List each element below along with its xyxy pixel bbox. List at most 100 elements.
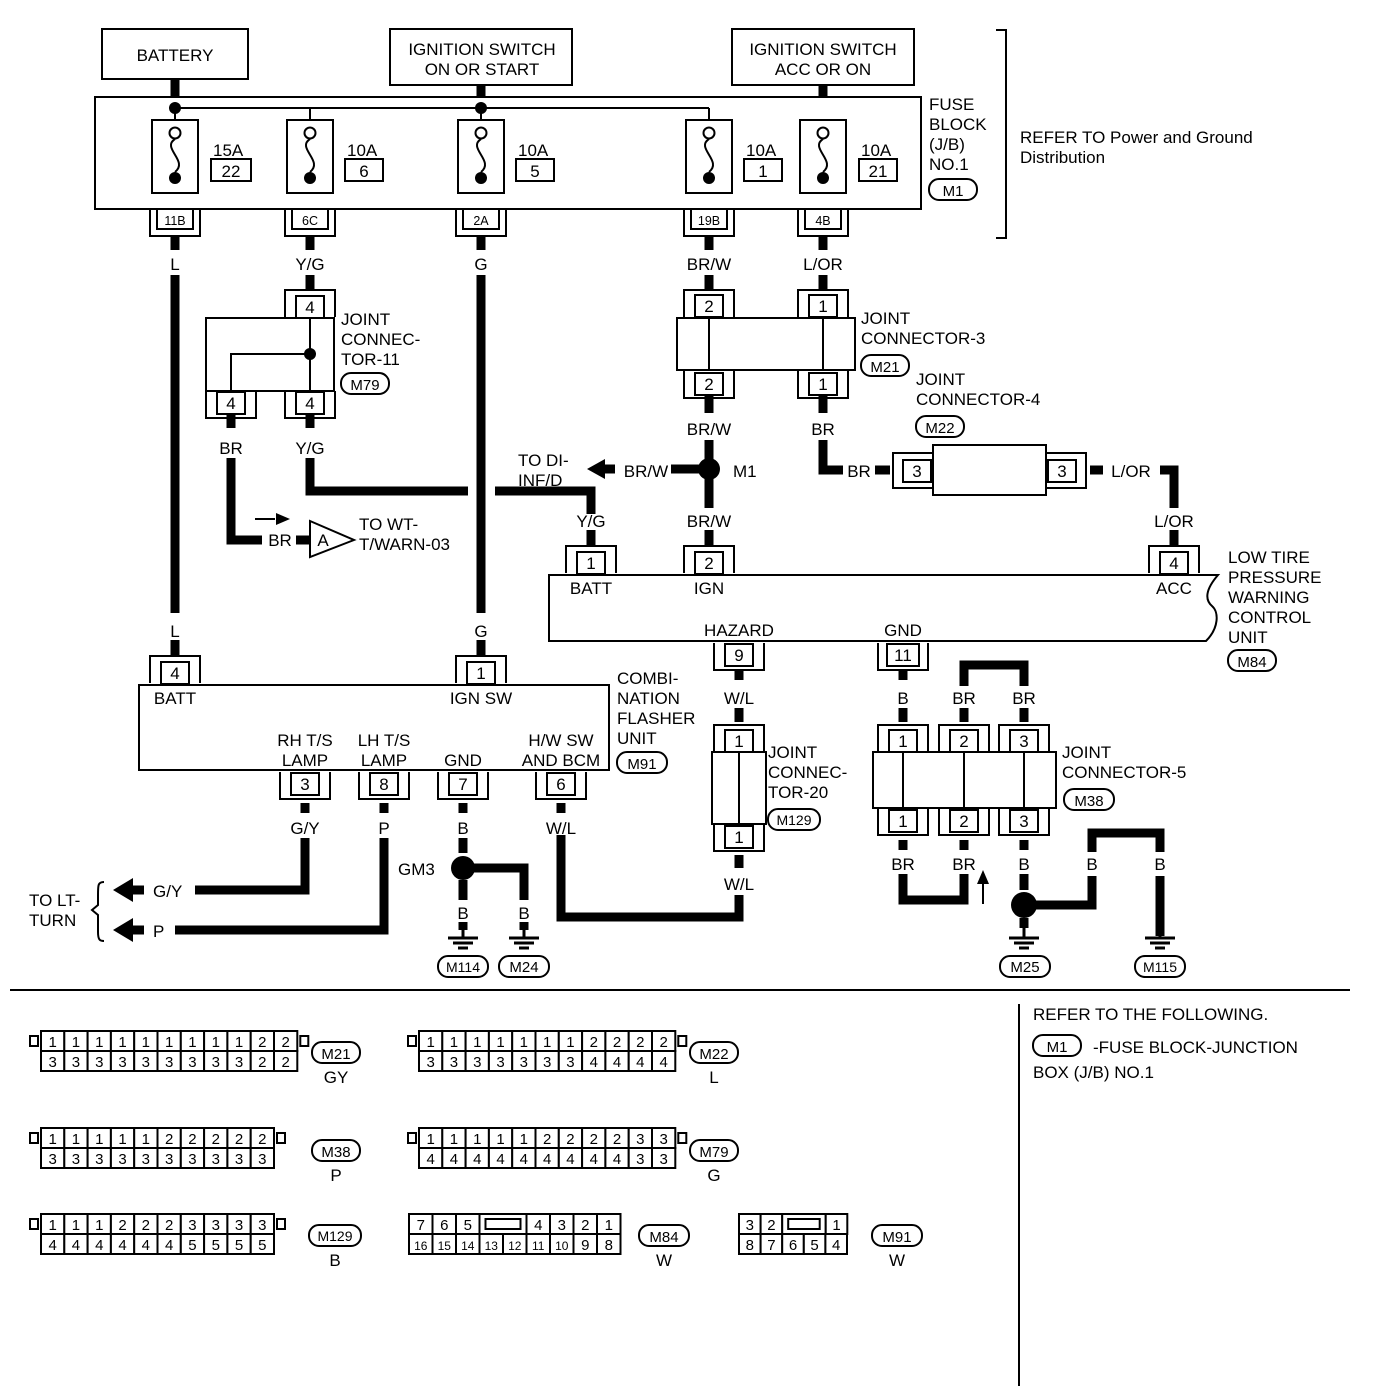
jc5-label: CONNECTOR-5: [1062, 763, 1186, 782]
pin-cell-number: 3: [746, 1217, 754, 1234]
wire-label: L: [170, 255, 179, 274]
to-di-label: TO DI-: [518, 451, 569, 470]
pin-cell-number: 13: [485, 1239, 499, 1253]
pin-cell-number: 3: [426, 1054, 434, 1071]
wire-label: BR/W: [624, 462, 668, 481]
brace-icon: [90, 881, 105, 942]
refer-desc: BOX (J/B) NO.1: [1033, 1063, 1154, 1082]
pin-number: 2: [704, 375, 713, 394]
pin-cell-number: 2: [165, 1217, 173, 1234]
pin-number: 4: [226, 394, 235, 413]
wire-label: BR/W: [687, 255, 731, 274]
pin-cell-number: 4: [48, 1237, 56, 1254]
connector-color: B: [329, 1251, 340, 1270]
pin-cell-number: 3: [520, 1054, 528, 1071]
wire-label: BR: [952, 855, 976, 874]
pin-cell-number: 4: [165, 1237, 173, 1254]
pin-cell-number: 3: [659, 1151, 667, 1168]
joint-connector-4: JOINT CONNECTOR-4 M22 3 3: [892, 370, 1087, 496]
pin-cell-number: 11: [532, 1239, 545, 1253]
tpms-label: UNIT: [1228, 628, 1268, 647]
pin-cell-number: 2: [118, 1217, 126, 1234]
connector-id: M129: [776, 812, 811, 828]
pin-number: 3: [300, 775, 309, 794]
pin-number: 4: [305, 298, 314, 317]
jc11-label: TOR-11: [341, 350, 400, 369]
wire-label: B: [1086, 855, 1097, 874]
splice-m1: M1: [698, 458, 757, 481]
pin-cell-number: 2: [543, 1131, 551, 1148]
pin-cell-number: 1: [118, 1034, 126, 1051]
jc11-label: CONNEC-: [341, 330, 420, 349]
pin-cell-number: 3: [118, 1151, 126, 1168]
pin-cell-number: 3: [188, 1217, 196, 1234]
pin-cell-number: 1: [165, 1034, 173, 1051]
connector-id: M91: [627, 756, 656, 773]
pin-number: 4: [1169, 554, 1178, 573]
pin-cell-number: 1: [72, 1217, 80, 1234]
connector-color: G: [707, 1166, 720, 1185]
pin-cell-number: 8: [605, 1237, 613, 1254]
latch: [276, 1218, 286, 1230]
wire-label: G/Y: [153, 882, 182, 901]
pin-cell-number: 2: [613, 1131, 621, 1148]
pin-number: 1: [898, 732, 907, 751]
fuse-number: 1: [758, 162, 767, 181]
pin-cell-number: 4: [118, 1237, 126, 1254]
ignition-acc-on-box: IGNITION SWITCH ACC OR ON: [731, 28, 915, 86]
pin-name: LH T/S: [358, 731, 411, 750]
battery-label: BATTERY: [137, 46, 214, 65]
pin-cell-number: 5: [258, 1237, 266, 1254]
tpms-label: LOW TIRE: [1228, 548, 1310, 567]
wire-label: P: [378, 819, 389, 838]
pin-number: 1: [476, 664, 485, 683]
fuse-15a: 15A 22: [151, 119, 252, 194]
pin-cell-number: 1: [72, 1034, 80, 1051]
pin-cell-number: 6: [789, 1237, 797, 1254]
refer-title: REFER TO THE FOLLOWING.: [1033, 1005, 1268, 1024]
pin-number: 1: [586, 554, 595, 573]
arrow-left-icon: [587, 459, 605, 479]
fuse-amp: 10A: [518, 141, 549, 160]
latch: [276, 1132, 286, 1144]
ignition-on-start-line2: ON OR START: [425, 60, 540, 79]
pin-number: 4: [305, 394, 314, 413]
terminal-label: 4B: [815, 214, 830, 228]
pin-cell-number: 3: [212, 1151, 220, 1168]
connector-tag-icon: [309, 519, 357, 559]
pin-number: 3: [1019, 812, 1028, 831]
ground-m25: M25: [999, 924, 1051, 978]
arrow-left-icon: [113, 878, 133, 902]
wire-label: BR: [268, 531, 292, 550]
pin-cell-number: 3: [142, 1151, 150, 1168]
pin-cell-number: 2: [636, 1034, 644, 1051]
wire-label: L/OR: [803, 255, 843, 274]
pin-cell-number: 10: [555, 1239, 569, 1253]
connector-id: M21: [321, 1046, 350, 1063]
pin-name: AND BCM: [522, 751, 600, 770]
fuse-10a-6: 10A 6: [286, 119, 384, 194]
pin-name: LAMP: [361, 751, 407, 770]
wire-label: BR: [811, 420, 835, 439]
pin-cell-number: 1: [142, 1034, 150, 1051]
connector-color: P: [330, 1166, 341, 1185]
pin-cell-number: 3: [212, 1054, 220, 1071]
latch: [29, 1132, 39, 1144]
pin-cell: [651, 1147, 677, 1169]
jc11-label: JOINT: [341, 310, 390, 329]
fuse-amp: 10A: [861, 141, 892, 160]
refer-following: REFER TO THE FOLLOWING. M1 -FUSE BLOCK-J…: [1032, 1005, 1298, 1082]
ground-m114: M114: [437, 924, 489, 978]
pin-cell-number: 2: [767, 1217, 775, 1234]
key-slot: [484, 1218, 522, 1230]
to-wt-twarn: A TO WT- T/WARN-03: [255, 513, 450, 559]
jc20-label: JOINT: [768, 743, 817, 762]
pin-number: 2: [959, 732, 968, 751]
pin-cell-number: 2: [235, 1131, 243, 1148]
pin-cell-number: 2: [142, 1217, 150, 1234]
connector-color: W: [889, 1251, 905, 1270]
